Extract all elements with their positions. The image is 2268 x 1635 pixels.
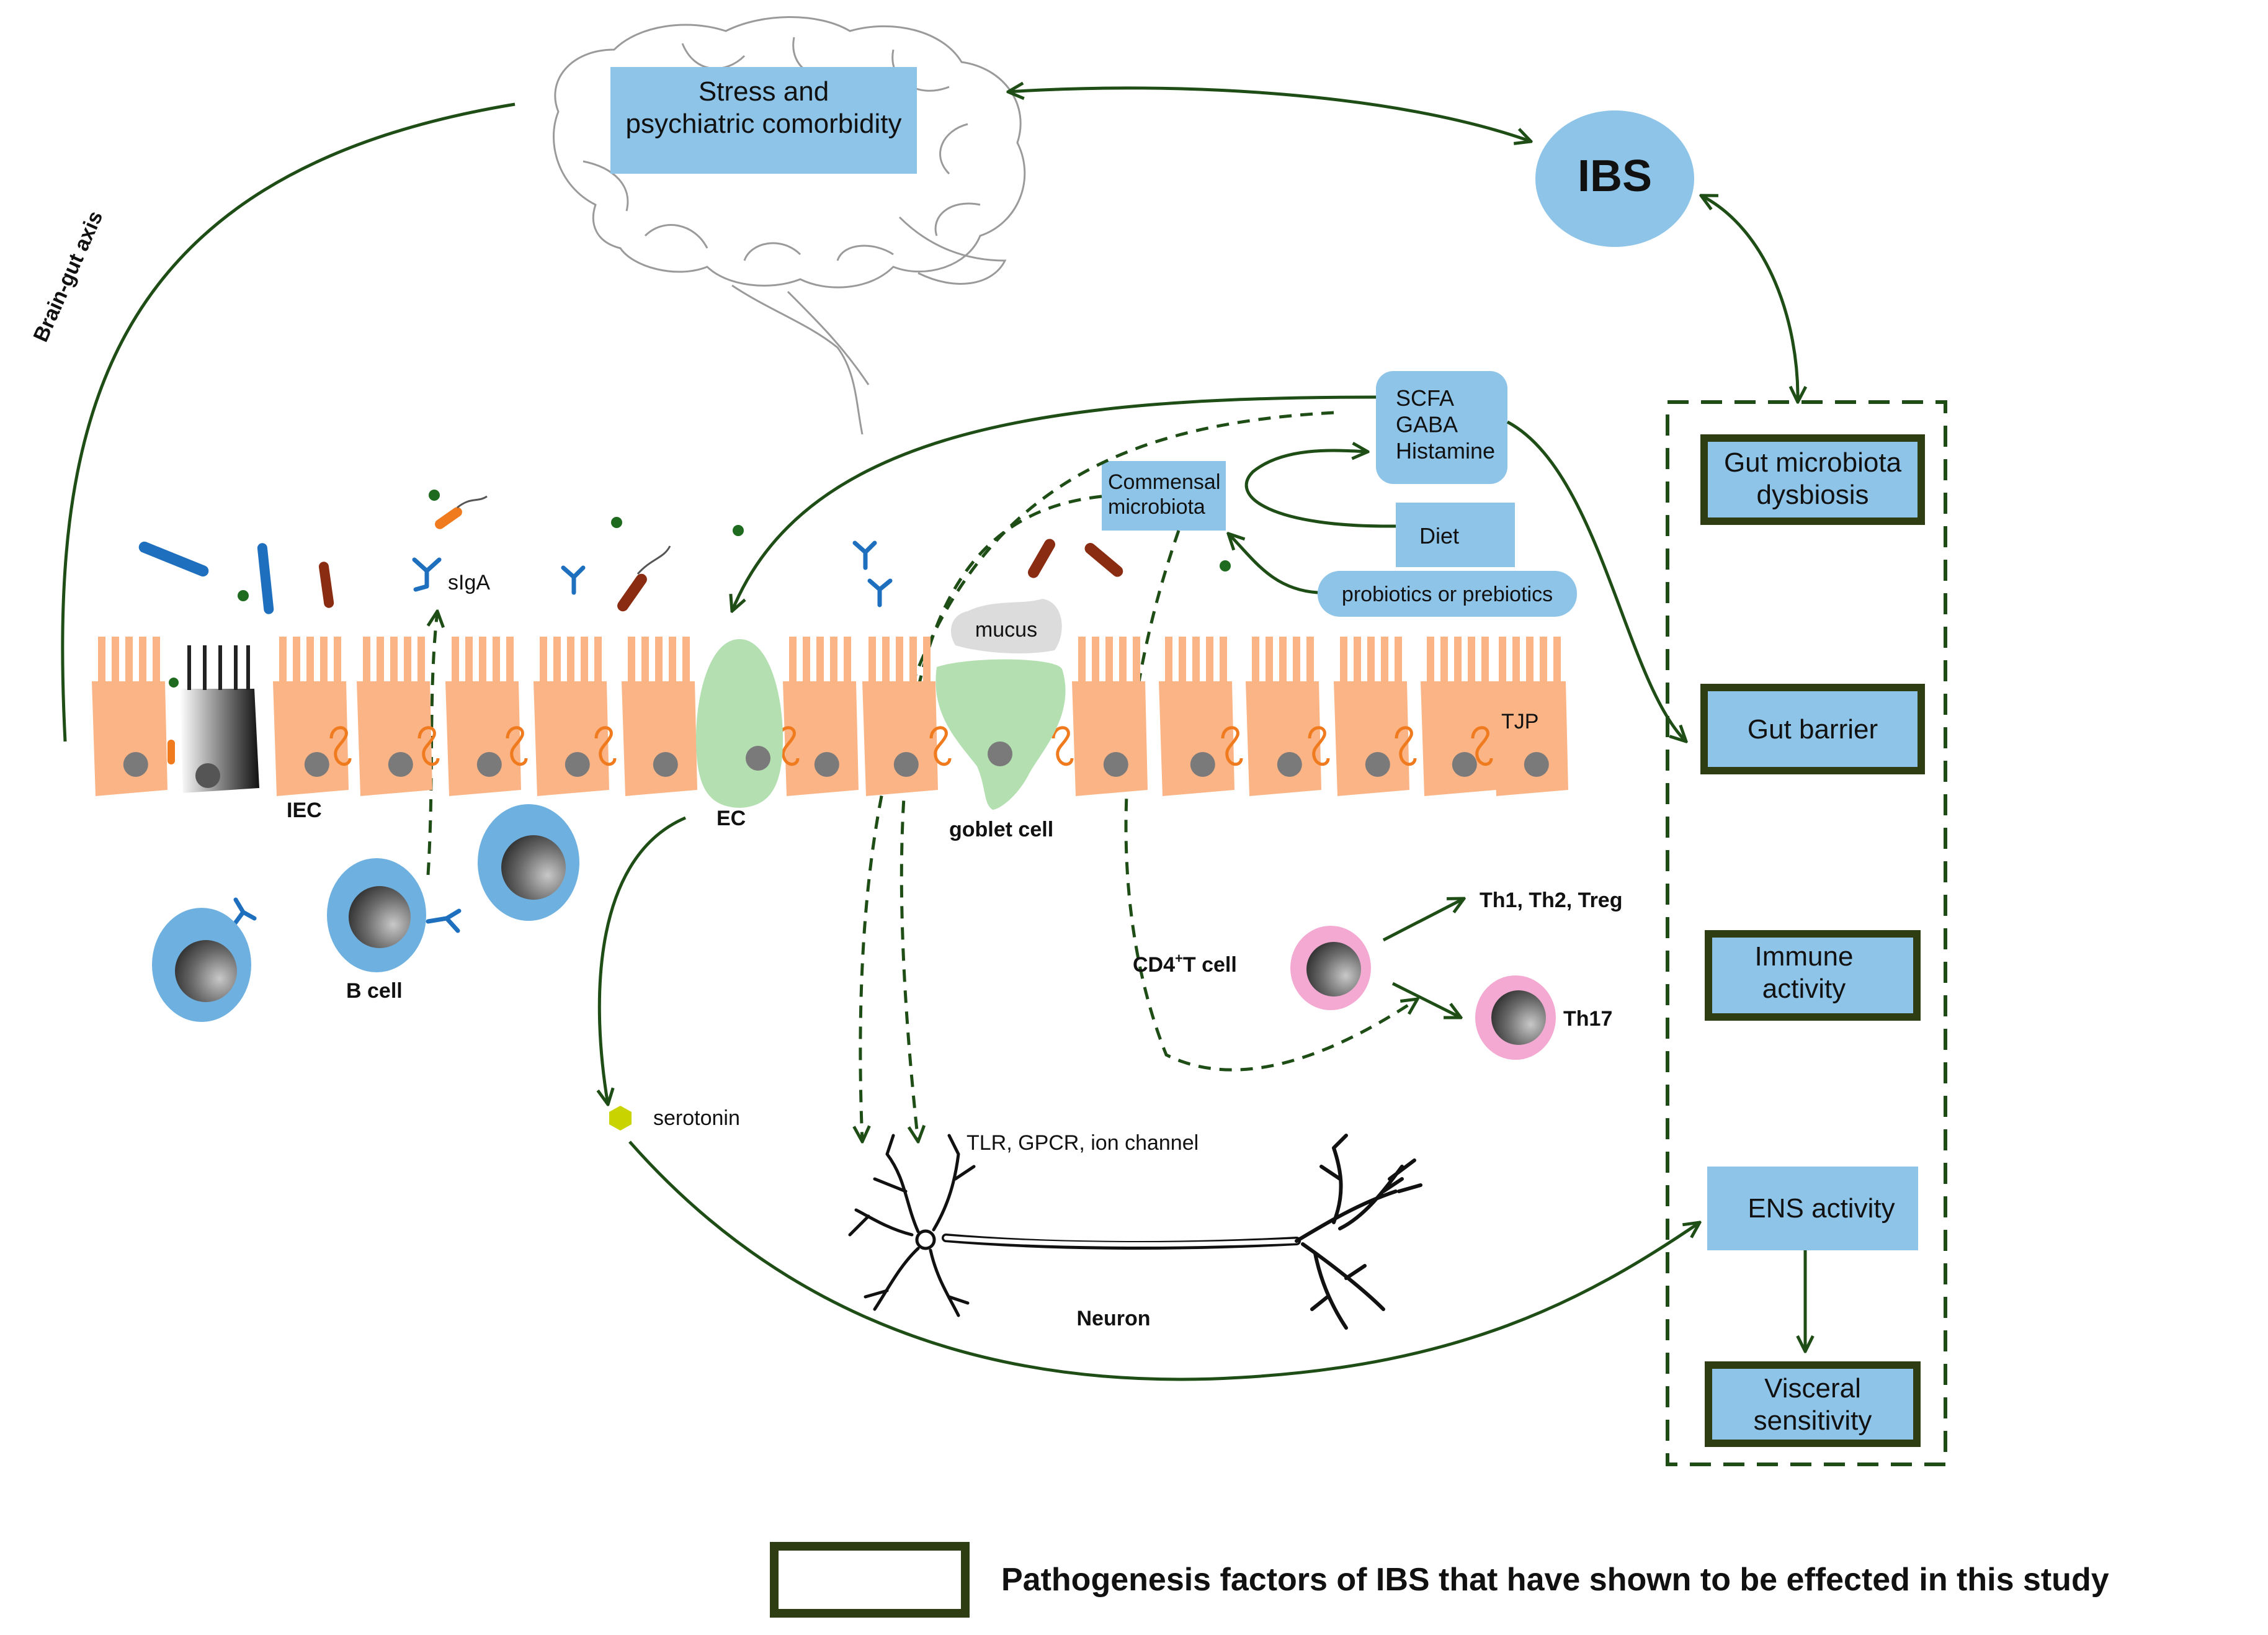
epithelial-cell: [534, 637, 609, 796]
tuft-cell: [180, 645, 259, 793]
neuron-label: Neuron: [1077, 1307, 1151, 1330]
t-cells: [1290, 926, 1556, 1060]
brain-gut-axis-label: Brain-gut axis: [29, 207, 107, 346]
probiotics-label: probiotics or prebiotics: [1342, 583, 1553, 606]
mucus-label: mucus: [975, 618, 1037, 642]
epithelial-cell: [1159, 637, 1234, 796]
bcell-label: B cell: [346, 979, 403, 1003]
factor-ens-activity: ENS activity: [1707, 1167, 1918, 1250]
tight-junction: [777, 726, 800, 766]
tight-junction: [1308, 726, 1330, 766]
epithelial-cell: [1334, 637, 1409, 796]
tight-junction: [1395, 726, 1417, 766]
antibodies: [227, 540, 893, 933]
epithelial-cell: [1072, 637, 1148, 796]
epithelial-cell: [783, 637, 859, 796]
legend: Pathogenesis factors of IBS that have sh…: [770, 1542, 2109, 1618]
factor-gut-barrier: Gut barrier: [1700, 684, 1925, 774]
siga-label: sIgA: [448, 571, 490, 594]
ec-cell: [696, 639, 783, 808]
goblet-cell: mucus: [935, 599, 1066, 810]
epithelial-cell: [862, 637, 938, 796]
factors-dashed-box: [1666, 400, 1947, 1466]
serotonin-label: serotonin: [653, 1106, 740, 1130]
epithelial-cell: [357, 637, 432, 796]
factor-ens-label: ENS activity: [1748, 1193, 1895, 1224]
epithelial-cell: [1246, 637, 1321, 796]
iec-label: IEC: [287, 799, 322, 822]
epithelial-cell: [622, 637, 697, 796]
legend-text: Pathogenesis factors of IBS that have sh…: [1001, 1562, 2109, 1598]
epithelial-cell: [1421, 637, 1496, 796]
tight-junction: [1471, 726, 1493, 766]
th17-label: Th17: [1563, 1007, 1612, 1031]
bacteria-group: [138, 490, 1231, 764]
epithelial-cell: [92, 637, 167, 796]
neuron-illustration: [848, 1134, 1422, 1330]
tight-junction: [594, 726, 617, 766]
epithelial-cell: [445, 637, 521, 796]
epithelial-cell: [1493, 637, 1568, 796]
ec-label: EC: [717, 807, 746, 830]
tjp-label: TJP: [1501, 710, 1538, 733]
tight-junction: [417, 726, 440, 766]
tight-junction: [1051, 726, 1074, 766]
serotonin-icon: [609, 1106, 632, 1131]
ibs-label: IBS: [1578, 151, 1652, 201]
goblet-label: goblet cell: [949, 818, 1053, 841]
ibs-circle: IBS: [1535, 110, 1694, 247]
factor-barrier-label: Gut barrier: [1748, 714, 1878, 745]
th-group-label: Th1, Th2, Treg: [1480, 889, 1622, 912]
receptors-label: TLR, GPCR, ion channel: [967, 1131, 1199, 1155]
b-cells: [152, 804, 579, 1022]
probiotics-box: probiotics or prebiotics: [1318, 571, 1577, 617]
tight-junction: [506, 726, 528, 766]
tight-junction: [929, 726, 952, 766]
cd4-label: CD4+T cell: [1133, 951, 1237, 977]
epithelium-layer: [92, 637, 1568, 796]
diet-box: Diet: [1396, 503, 1515, 567]
legend-swatch: [770, 1542, 970, 1618]
tight-junction: [329, 726, 352, 766]
epithelial-cell: [273, 637, 349, 796]
tight-junction: [1221, 726, 1243, 766]
diet-label: Diet: [1419, 523, 1459, 549]
